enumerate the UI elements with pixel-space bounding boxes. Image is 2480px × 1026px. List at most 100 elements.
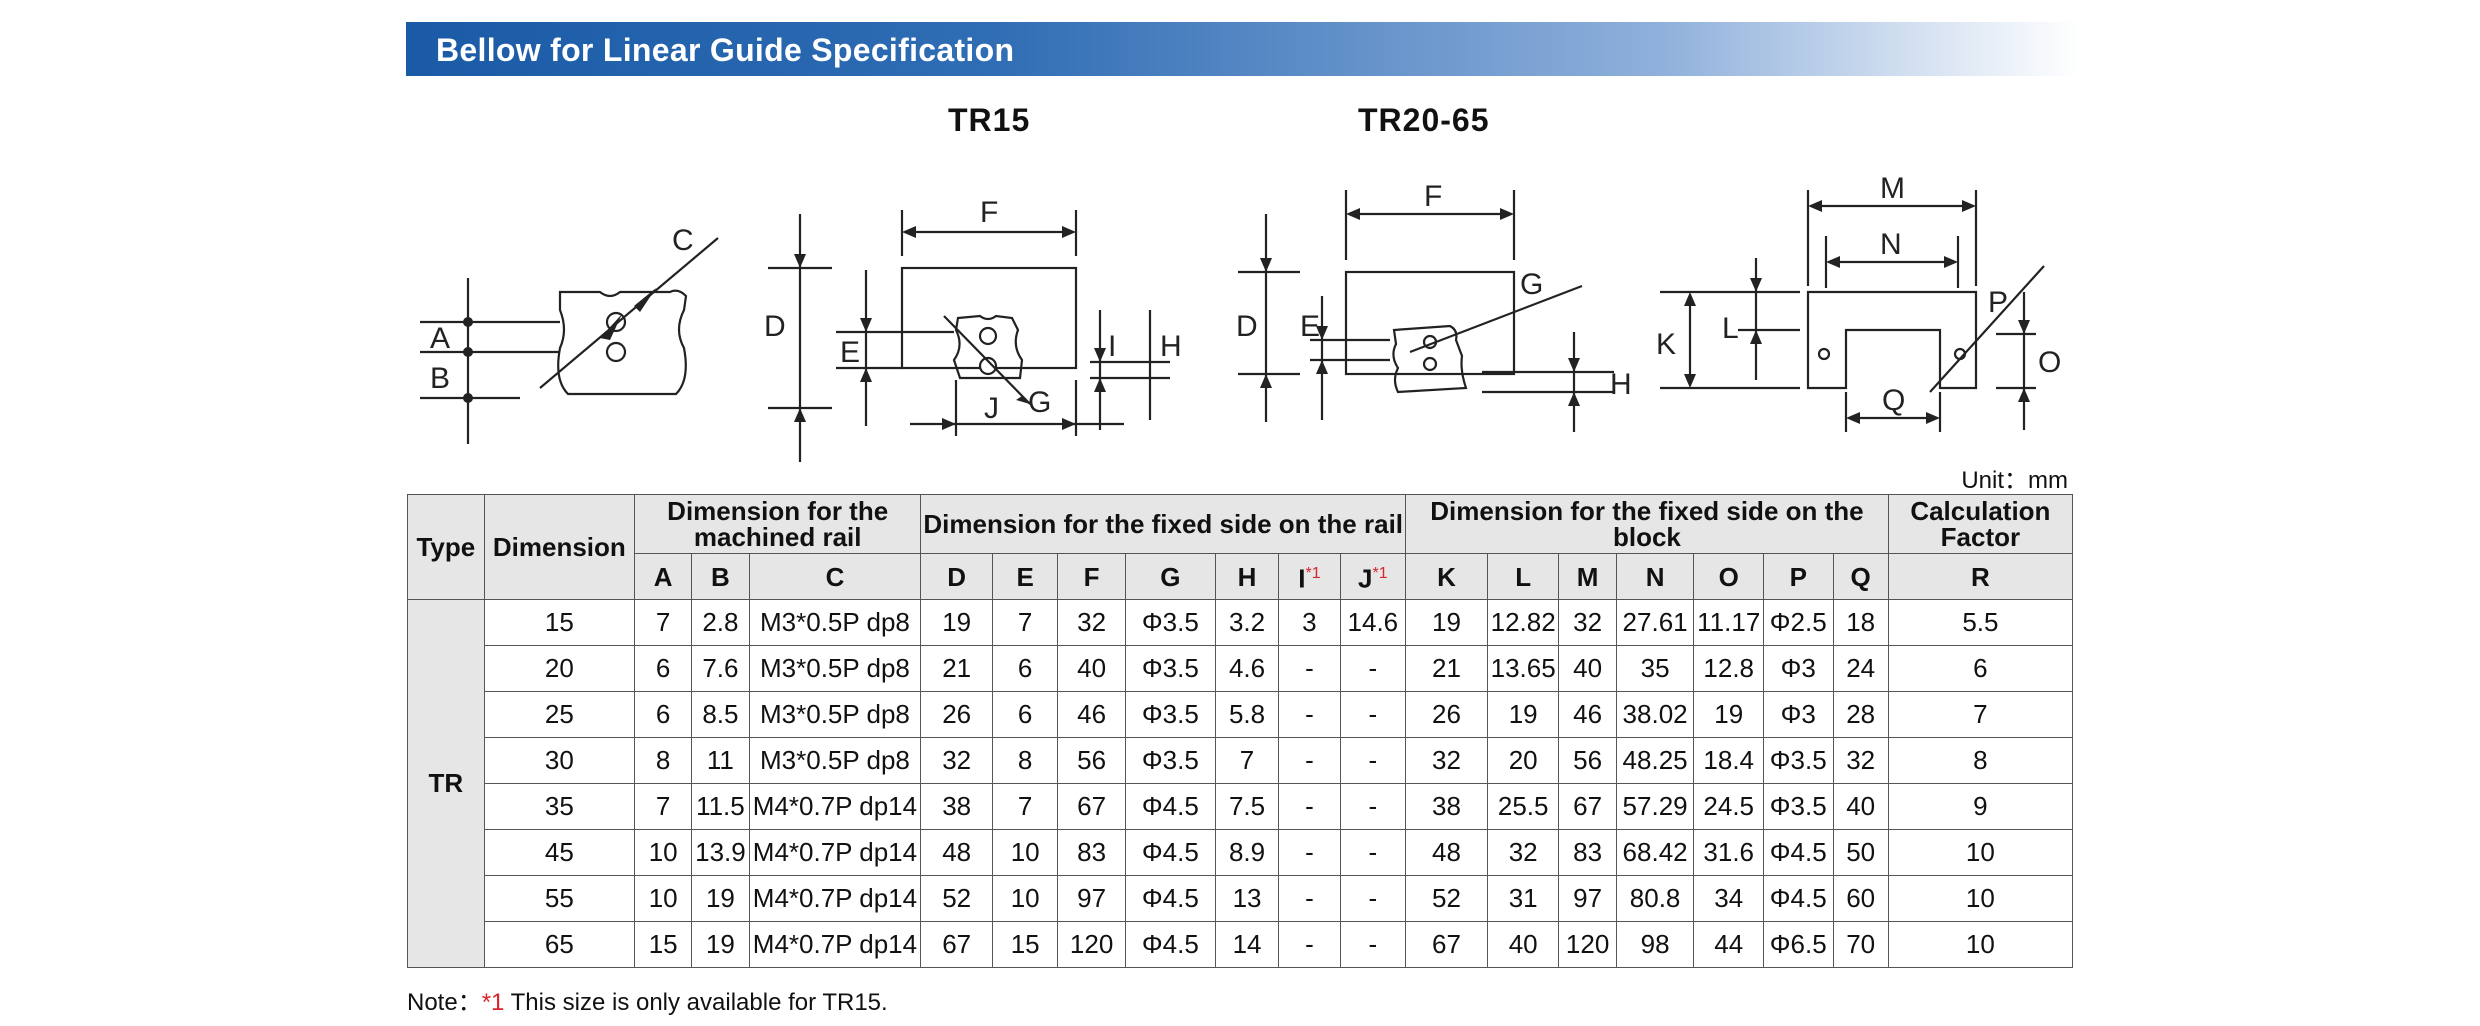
label-g: G (1028, 386, 1051, 419)
table-cell: 2.8 (691, 599, 750, 646)
table-cell: 7 (634, 599, 693, 646)
col-l: L (1486, 553, 1560, 600)
label-p: P (1988, 286, 2008, 319)
col-a: A (634, 553, 693, 600)
col-h: H (1214, 553, 1280, 600)
table-cell: 32 (1057, 599, 1126, 646)
table-cell: 40 (1832, 783, 1889, 830)
label-h: H (1160, 330, 1182, 363)
table-cell: 13 (1214, 875, 1280, 922)
table-cell: - (1339, 737, 1407, 784)
drawing-block: M N K L Q P O (1656, 172, 2061, 432)
table-cell: Φ4.5 (1124, 875, 1216, 922)
table-cell: M4*0.7P dp14 (748, 829, 922, 876)
table-cell: 7 (1214, 737, 1280, 784)
table-cell: Φ3 (1762, 645, 1834, 692)
table-cell: - (1278, 691, 1341, 738)
table-cell: Φ3.5 (1762, 737, 1834, 784)
col-p: P (1762, 553, 1834, 600)
table-cell: Φ2.5 (1762, 599, 1834, 646)
header-group-fixed-rail: Dimension for the fixed side on the rail (920, 494, 1407, 554)
table-cell: 70 (1832, 921, 1889, 968)
table-cell: 24.5 (1693, 783, 1764, 830)
label-g-2: G (1520, 268, 1543, 301)
table-cell: 35 (1615, 645, 1695, 692)
note-mark: *1 (481, 989, 505, 1016)
table-cell: 19 (691, 875, 750, 922)
col-m: M (1558, 553, 1617, 600)
table-cell: 7 (634, 783, 693, 830)
table-cell: 32 (1405, 737, 1488, 784)
table-cell: 10 (991, 875, 1059, 922)
table-cell: 68.42 (1615, 829, 1695, 876)
table-cell: - (1278, 829, 1341, 876)
label-e: E (840, 336, 860, 369)
col-q: Q (1832, 553, 1889, 600)
table-cell: 14 (1214, 921, 1280, 968)
table-cell: 48.25 (1615, 737, 1695, 784)
table-cell: 10 (991, 829, 1059, 876)
col-r: R (1887, 553, 2074, 600)
label-n: N (1880, 228, 1902, 261)
table-cell: - (1339, 783, 1407, 830)
table-cell: 35 (483, 783, 636, 830)
spec-banner: Bellow for Linear Guide Specification (406, 22, 2078, 76)
table-cell: Φ4.5 (1762, 875, 1834, 922)
col-f: F (1057, 553, 1126, 600)
table-cell: M4*0.7P dp14 (748, 875, 922, 922)
table-cell: - (1278, 783, 1341, 830)
table-cell: 67 (920, 921, 993, 968)
table-cell: 65 (483, 921, 636, 968)
table-cell: 80.8 (1615, 875, 1695, 922)
table-cell: 32 (920, 737, 993, 784)
table-cell: 6 (634, 645, 693, 692)
table-cell: 40 (1057, 645, 1126, 692)
header-dimension: Dimension (483, 494, 636, 600)
table-cell: 46 (1057, 691, 1126, 738)
table-cell: Φ6.5 (1762, 921, 1834, 968)
table-cell: Φ4.5 (1124, 829, 1216, 876)
drawing-tr20-65-rail: F D E G H (1236, 180, 1632, 432)
table-cell: Φ4.5 (1124, 783, 1216, 830)
table-cell: Φ4.5 (1762, 829, 1834, 876)
table-cell: 26 (1405, 691, 1488, 738)
col-j-letter: J (1358, 563, 1373, 594)
table-cell: 14.6 (1339, 599, 1407, 646)
table-cell: 10 (634, 829, 693, 876)
table-cell: Φ3.5 (1124, 737, 1216, 784)
table-cell: 25 (483, 691, 636, 738)
col-k: K (1405, 553, 1488, 600)
table-cell: - (1278, 645, 1341, 692)
table-cell: 98 (1615, 921, 1695, 968)
table-cell: 67 (1057, 783, 1126, 830)
table-cell: 7 (991, 783, 1059, 830)
table-cell: - (1339, 645, 1407, 692)
note-text: This size is only available for TR15. (504, 989, 888, 1016)
col-n: N (1615, 553, 1695, 600)
table-cell: Φ3 (1762, 691, 1834, 738)
table-cell: 10 (1887, 875, 2074, 922)
table-cell: 19 (1405, 599, 1488, 646)
table-cell: 27.61 (1615, 599, 1695, 646)
header-group-machined-rail: Dimension for the machined rail (634, 494, 922, 554)
table-cell: 24 (1832, 645, 1889, 692)
table-cell: 67 (1405, 921, 1488, 968)
label-l: L (1722, 312, 1739, 345)
label-a: A (430, 322, 450, 355)
table-cell: 8.9 (1214, 829, 1280, 876)
col-i: I*1 (1278, 553, 1341, 600)
spec-table: Type Dimension Dimension for the machine… (407, 494, 2074, 968)
table-cell: 32 (1486, 829, 1560, 876)
table-cell: Φ3.5 (1124, 599, 1216, 646)
label-q: Q (1882, 384, 1905, 417)
drawing-rail-profile: A B C (420, 224, 719, 444)
label-k: K (1656, 328, 1676, 361)
table-cell: 10 (1887, 921, 2074, 968)
table-cell: 19 (1693, 691, 1764, 738)
table-cell: 45 (483, 829, 636, 876)
label-i: I (1108, 330, 1116, 363)
table-cell: 60 (1832, 875, 1889, 922)
col-d: D (920, 553, 993, 600)
